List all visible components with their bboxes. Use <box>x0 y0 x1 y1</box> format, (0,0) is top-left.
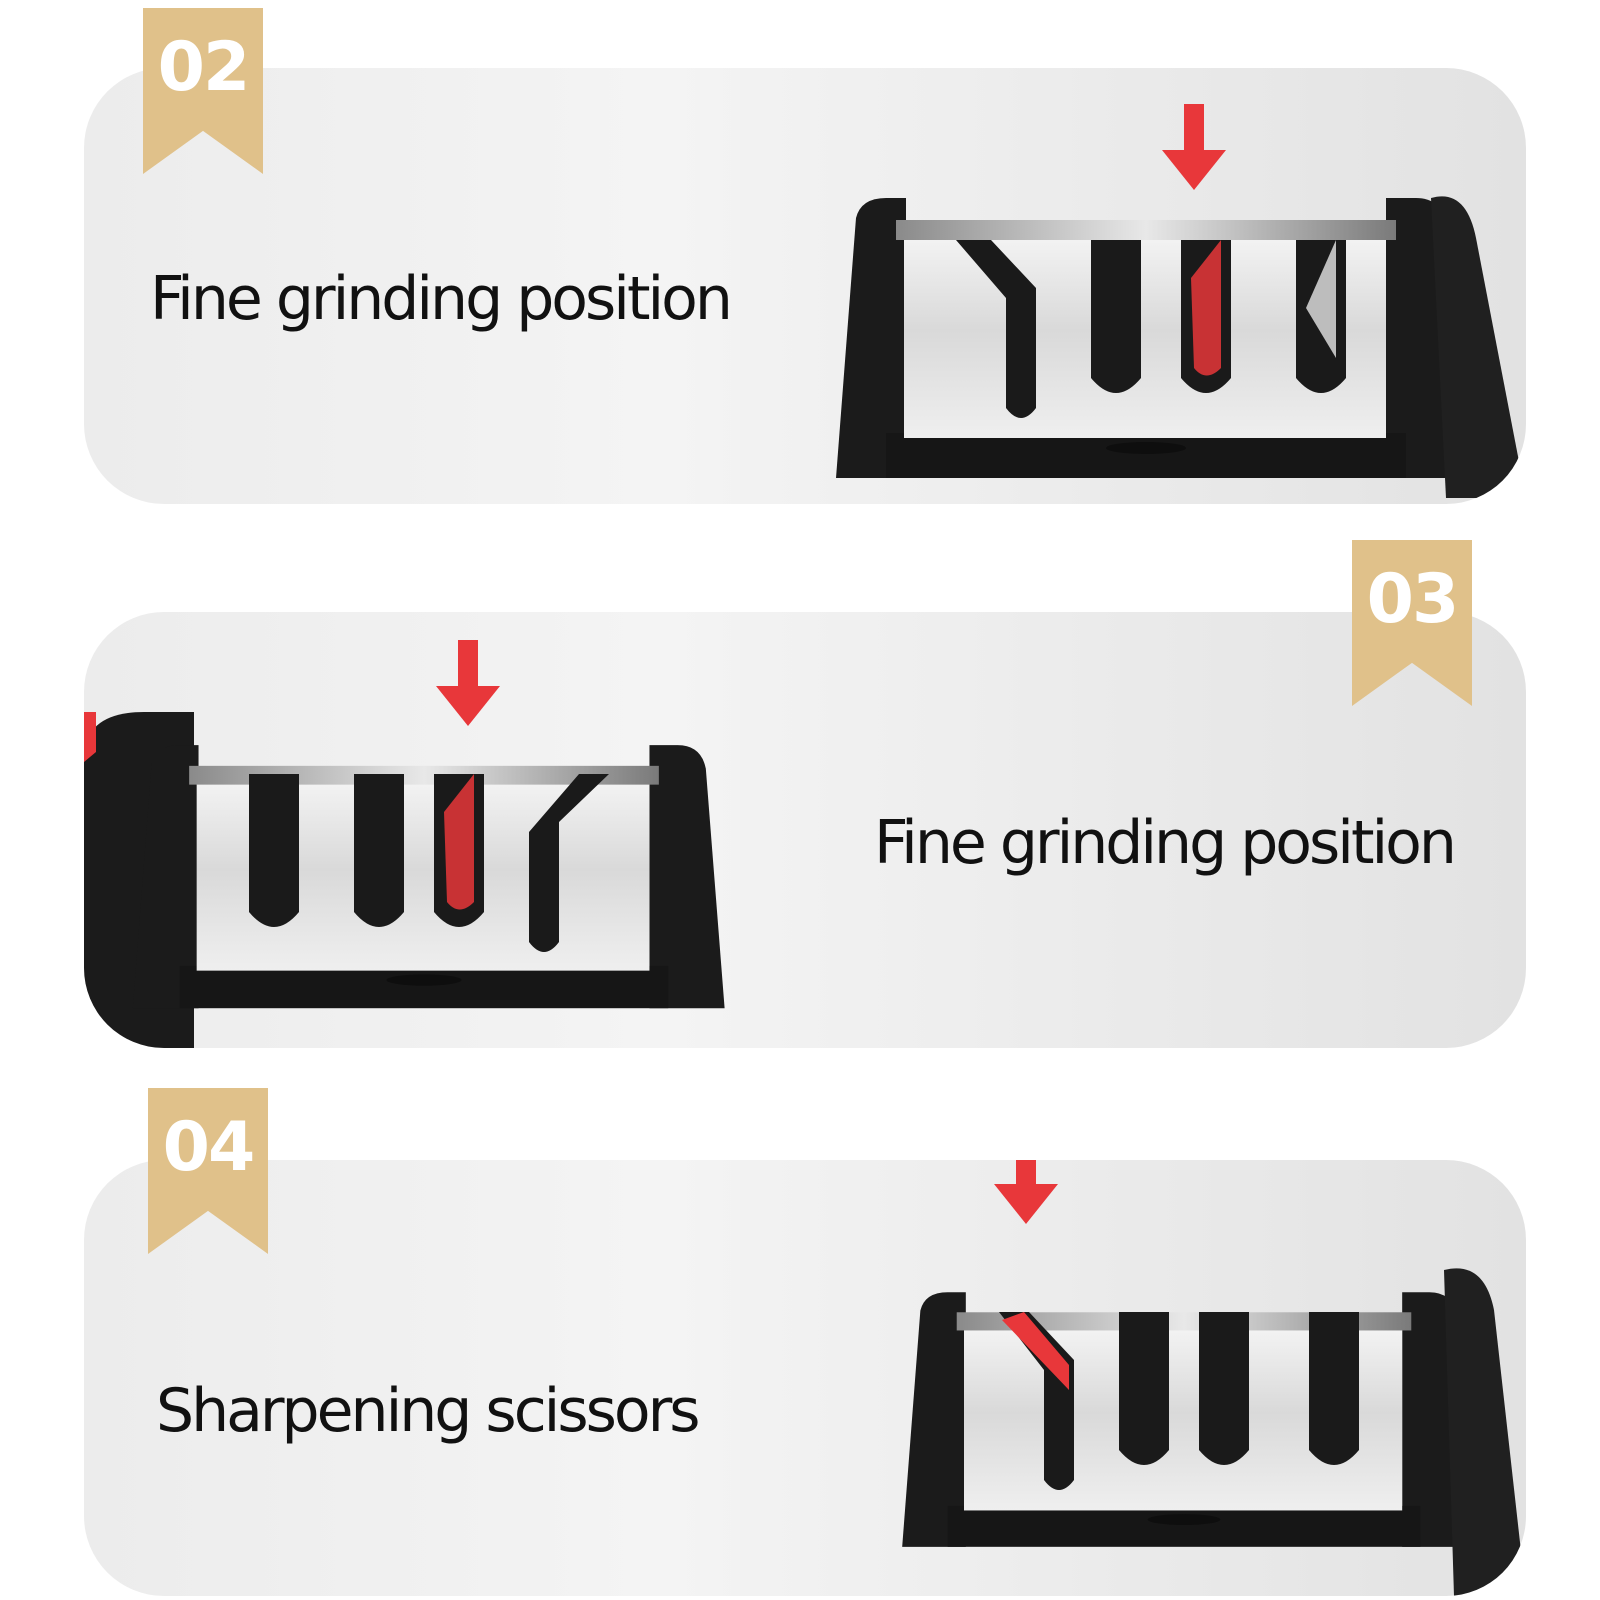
step-panel-02: Fine grinding position <box>84 68 1526 504</box>
knife-sharpener-image <box>836 196 1526 499</box>
arrow-down-icon <box>1162 104 1226 190</box>
step-number: 02 <box>157 28 251 107</box>
arrow-down-icon <box>994 1160 1058 1224</box>
step-panel-04: Sharpening scissors <box>84 1160 1526 1596</box>
step-number: 04 <box>162 1108 256 1187</box>
knife-sharpener-image <box>902 1268 1526 1596</box>
step-caption: Fine grinding position <box>874 808 1457 878</box>
arrow-down-icon <box>436 640 500 726</box>
step-panel-03: Fine grinding position <box>84 612 1526 1048</box>
knife-sharpener-image <box>84 712 725 1048</box>
step-caption: Sharpening scissors <box>156 1376 701 1446</box>
step-number: 03 <box>1366 560 1460 639</box>
step-caption: Fine grinding position <box>150 264 733 334</box>
